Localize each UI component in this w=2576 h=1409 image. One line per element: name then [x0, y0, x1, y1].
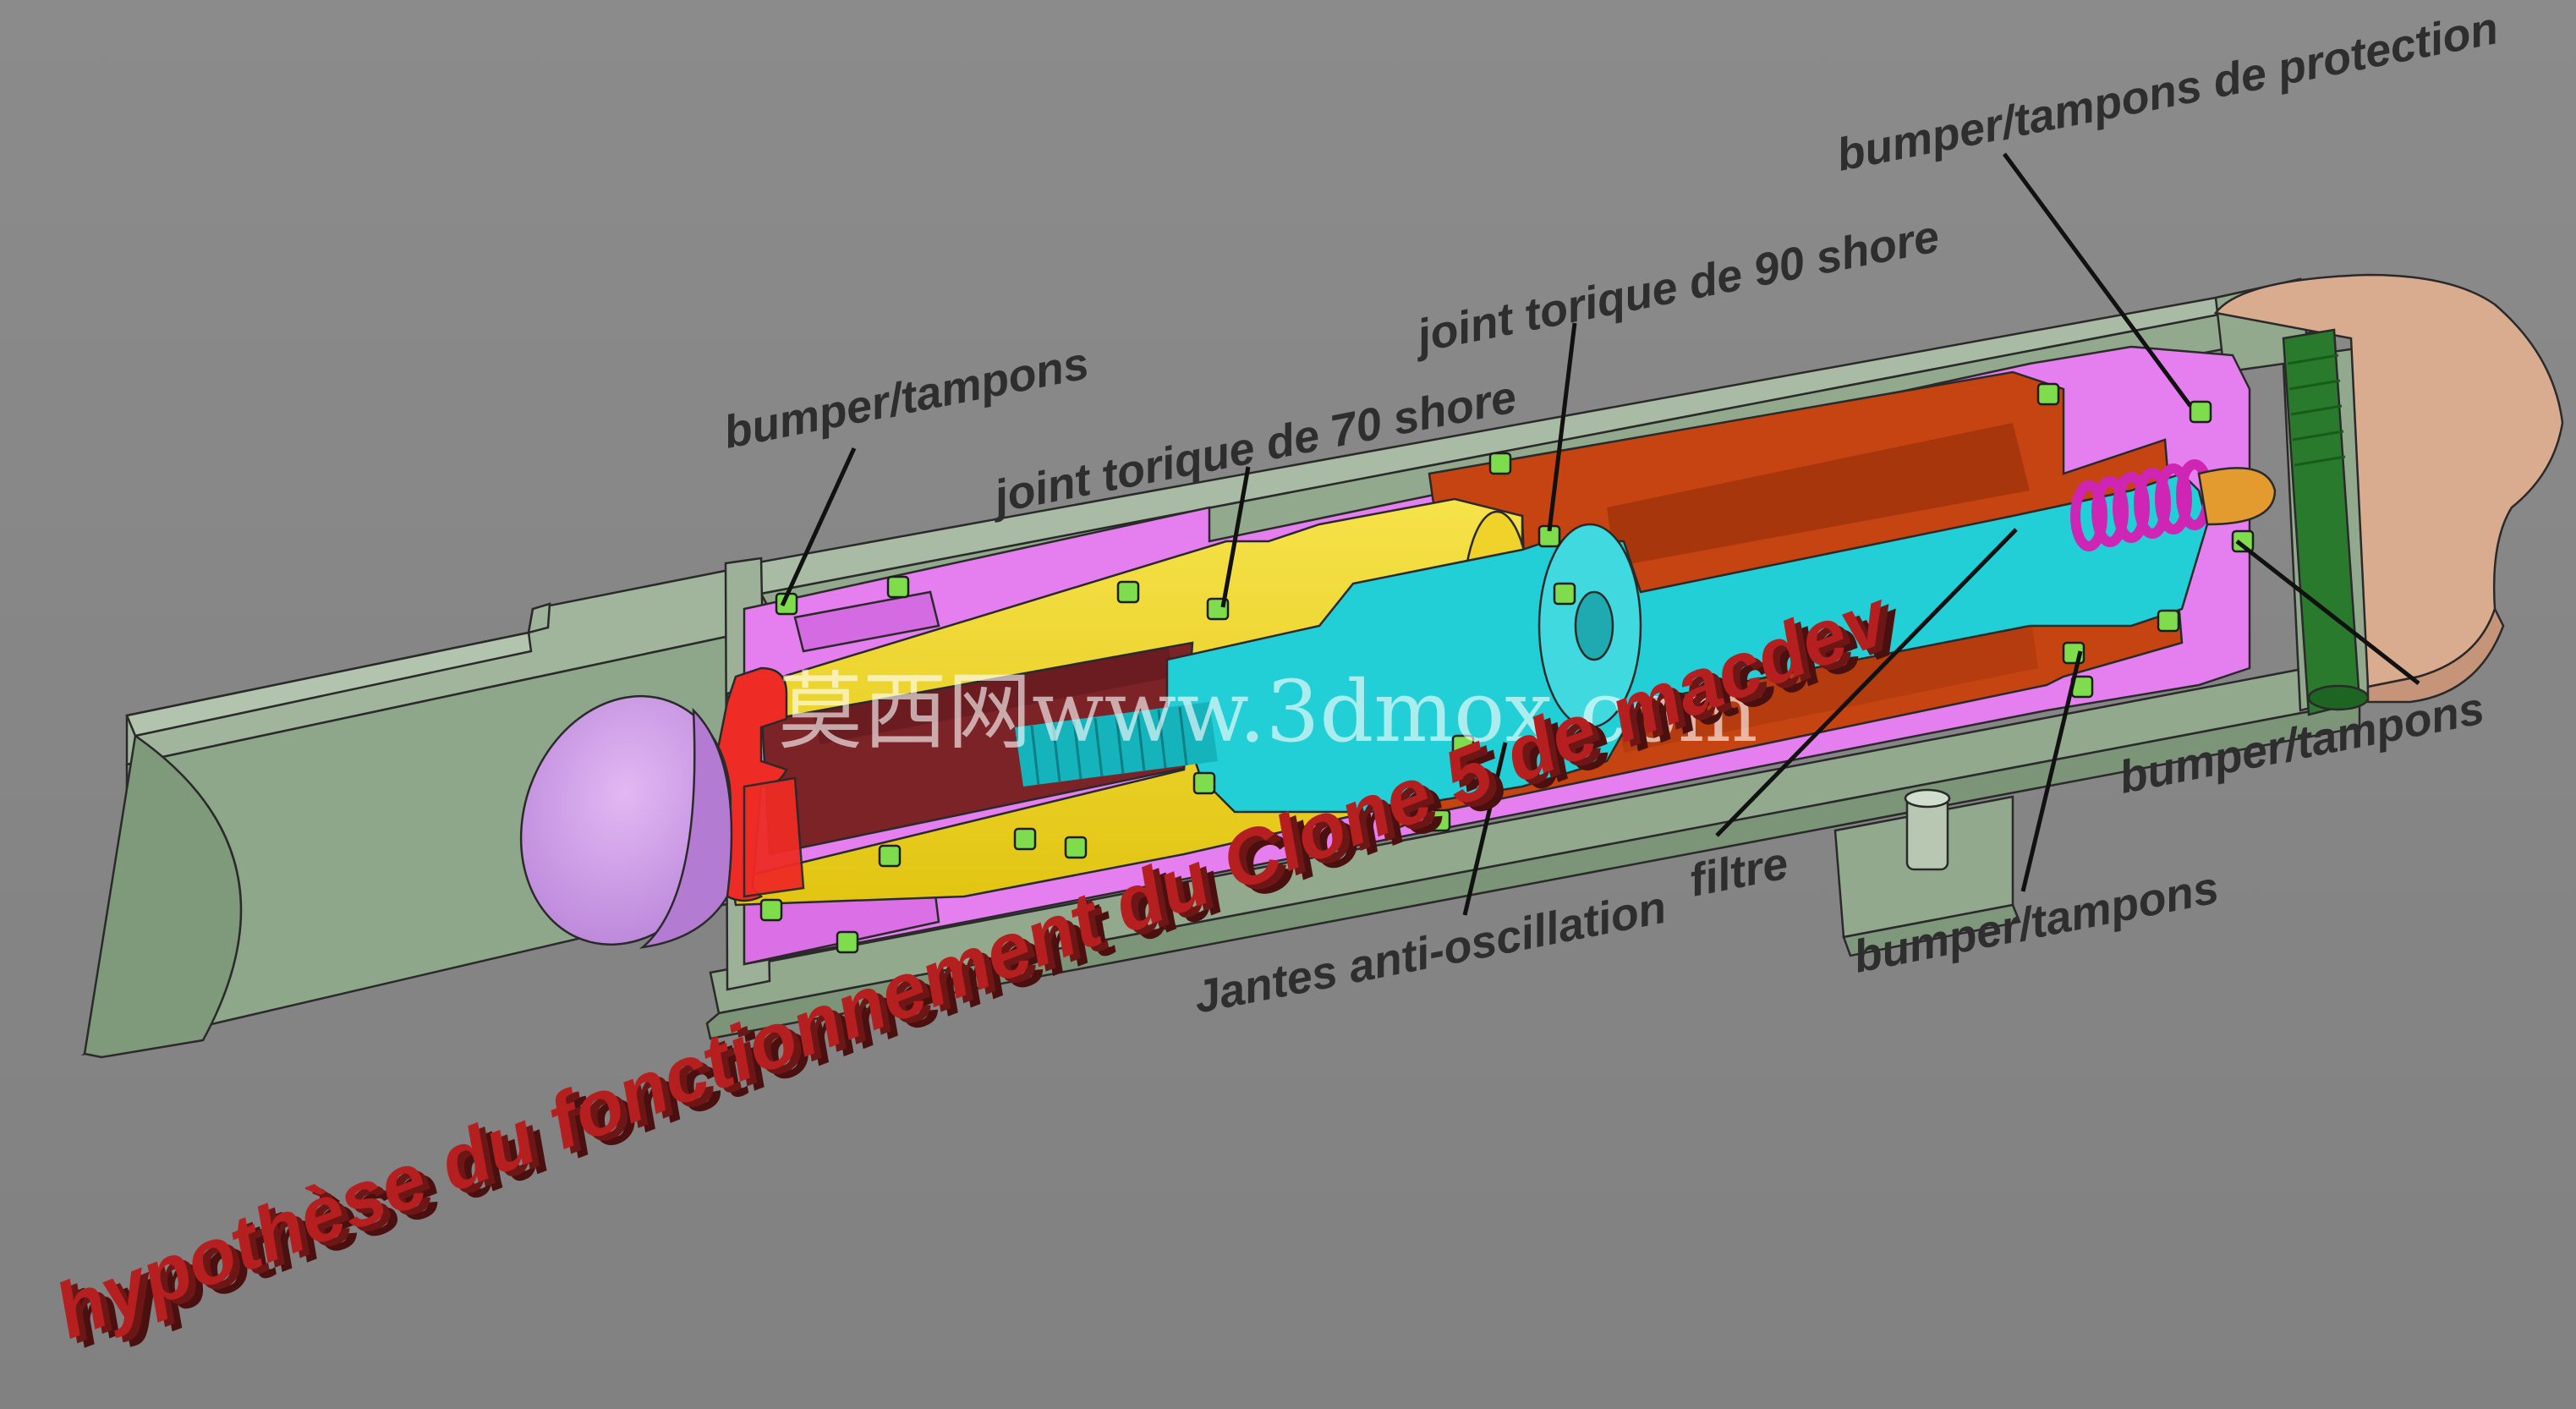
leader-filtre — [1715, 528, 2018, 837]
cyan-bolt — [1015, 472, 2209, 814]
leader-lines — [780, 152, 2420, 916]
leader-jantes — [1462, 742, 1508, 916]
leader-joint-90 — [1547, 322, 1577, 532]
leader-bumper-top-left — [780, 447, 857, 607]
filter-tip — [2197, 467, 2277, 526]
leader-joint-70 — [1220, 466, 1251, 608]
leader-bumper-right — [2235, 540, 2420, 685]
o-rings — [759, 382, 2255, 954]
watermark: 莫西网www.3dmox.com — [778, 662, 1758, 761]
spring — [2070, 459, 2213, 551]
leader-bumper-bottom — [2020, 650, 2083, 892]
lavender-cup — [519, 694, 733, 949]
tan-grip — [2213, 273, 2564, 704]
leader-bumper-protection — [2002, 152, 2193, 408]
